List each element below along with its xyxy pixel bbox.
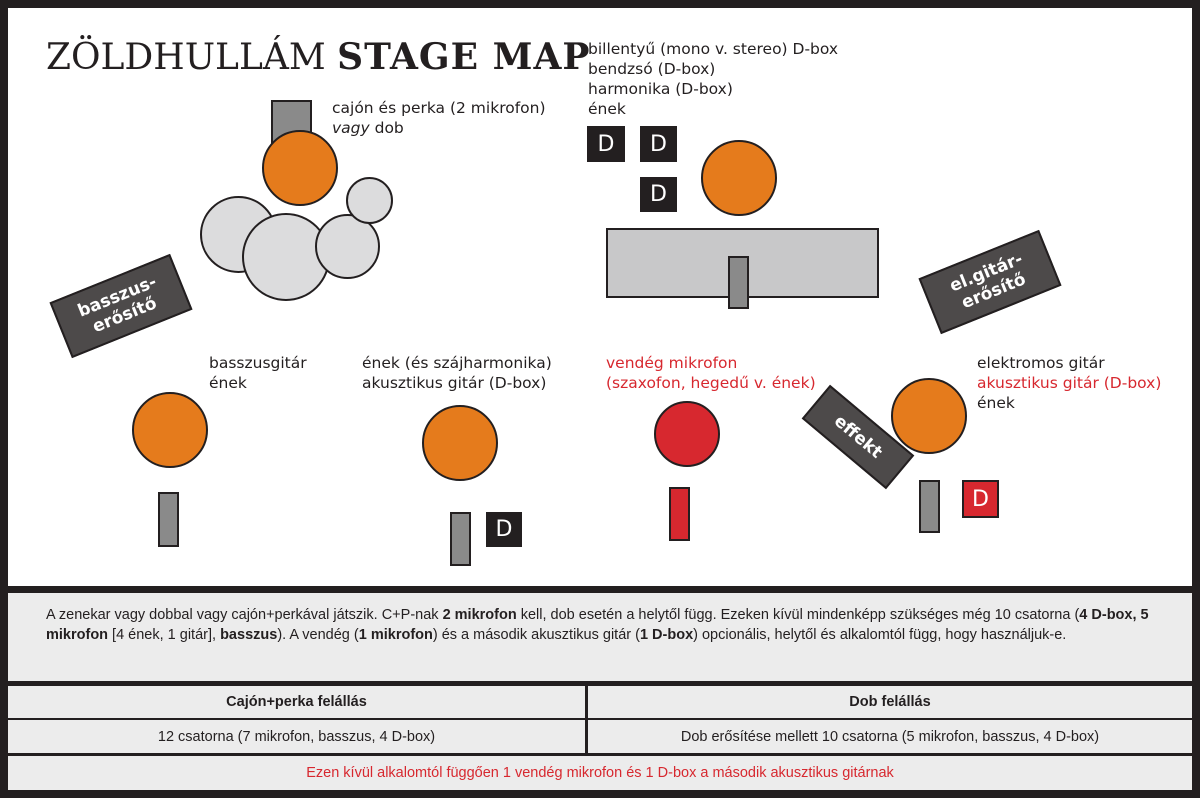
dbox-keys-3: D [640,177,677,212]
notes-text: ) és a második akusztikus gitár ( [432,627,640,643]
guitar-label: elektromos gitár akusztikus gitár (D-box)… [977,353,1161,413]
notes-text: ). A vendég ( [277,627,359,643]
title-bold: STAGE MAP [337,36,591,78]
dbox-guitar-acoustic: D [962,480,999,518]
drums-label-rest: dob [369,119,404,137]
title-light: ZÖLDHULLÁM [46,37,326,78]
guitar-label-line1: elektromos gitár [977,354,1105,372]
dbox-acoustic: D [486,512,522,547]
drums-label-line1: cajón és perka (2 mikrofon) [332,99,546,117]
notes-bold: 4 D-box, 5 mikrofon [46,607,1149,643]
bass-label: basszusgitár ének [209,354,307,392]
notes-panel: A zenekar vagy dobbal vagy cajón+perkáva… [8,593,1192,681]
bass-player-position [132,392,208,468]
guest-label: vendég mikrofon (szaxofon, hegedű v. éne… [606,354,816,392]
dbox-keys-1: D [587,126,625,162]
notes-text: ) opcionális, helytől és alkalomtól függ… [693,627,1067,643]
guitar-mic-stand [919,480,940,533]
notes-bold: basszus [220,627,278,643]
keys-label: billentyű (mono v. stereo) D-box bendzsó… [588,40,839,118]
notes-text: [4 ének, 1 gitár], [108,627,221,643]
vocal-mic-stand [450,512,471,566]
drums-label-italic: vagy [332,119,370,137]
drum-cymbal [346,177,393,224]
notes-bold: 1 mikrofon [358,627,433,643]
table-header-cajon: Cajón+perka felállás [8,686,585,718]
vocal-player-position [422,405,498,481]
table-cell-drum: Dob erősítése mellett 10 csatorna (5 mik… [588,720,1192,753]
guest-mic-stand [669,487,690,541]
drum-bass [242,213,330,301]
table-cell-cajon: 12 csatorna (7 mikrofon, basszus, 4 D-bo… [8,720,585,753]
drum-floor-tom [315,214,380,279]
table-footer: Ezen kívül alkalomtól függően 1 vendég m… [8,756,1192,790]
notes-bold: 2 mikrofon [442,607,517,623]
notes-text: kell, dob esetén a helytől függ. Ezeken … [516,607,1080,623]
guitar-player-position [891,378,967,454]
dbox-keys-2: D [640,126,677,162]
drummer-position [262,130,338,206]
bass-mic-stand [158,492,179,547]
notes-bold: 1 D-box [639,627,694,643]
table-header-drum: Dob felállás [588,686,1192,718]
guitar-label-line2: akusztikus gitár (D-box) [977,374,1162,392]
drums-label: cajón és perka (2 mikrofon) vagy dob [332,98,546,138]
guest-position [654,401,720,467]
notes-text: A zenekar vagy dobbal vagy cajón+perkáva… [46,607,443,623]
vocal-label: ének (és szájharmonika) akusztikus gitár… [362,354,552,392]
keys-player-position [701,140,777,216]
page-title: ZÖLDHULLÁM STAGE MAP [46,36,590,78]
guitar-label-line3: ének [977,394,1015,412]
keys-mic-stand [728,256,749,309]
